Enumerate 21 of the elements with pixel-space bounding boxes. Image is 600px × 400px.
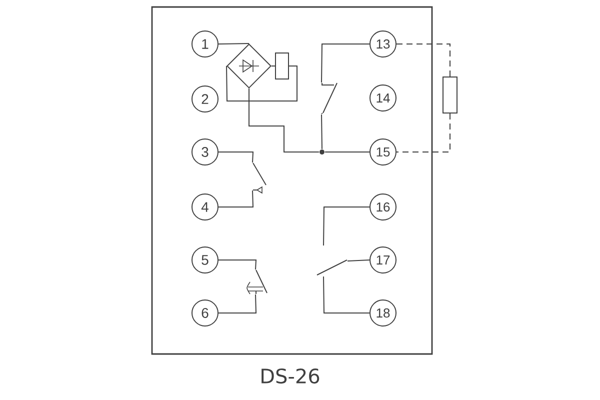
wire (396, 113, 450, 152)
wire (218, 294, 257, 314)
wire (218, 43, 250, 44)
caption: DS-26 (262, 368, 320, 384)
contact-symbol (246, 270, 268, 294)
wire (226, 66, 298, 102)
contact-symbol (316, 260, 348, 276)
contact-symbol (322, 82, 338, 114)
resistor-box (442, 76, 458, 114)
wire (218, 190, 254, 208)
wire (323, 206, 370, 246)
rectifier-bridge (226, 44, 272, 88)
wire (321, 114, 322, 150)
wire (323, 276, 370, 314)
wire (248, 88, 320, 152)
coil-box (275, 52, 289, 80)
wire (321, 44, 370, 83)
wire (218, 260, 257, 270)
wire (347, 260, 370, 262)
wire (218, 152, 254, 163)
wire (396, 44, 450, 77)
